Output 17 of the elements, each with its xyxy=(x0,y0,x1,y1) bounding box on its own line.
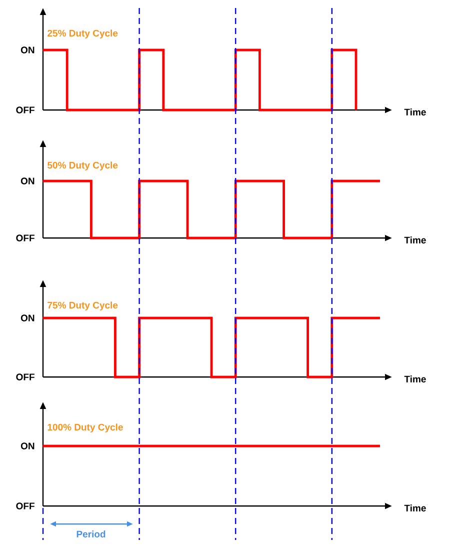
duty-cycle-label: 75% Duty Cycle xyxy=(48,302,118,310)
axis-label: Time xyxy=(404,236,426,244)
level-label: ON xyxy=(20,46,34,54)
axis-label: Time xyxy=(404,376,426,382)
level-label: OFF xyxy=(16,374,34,380)
level-label: OFF xyxy=(16,106,34,114)
dimension-label: Period xyxy=(76,530,106,538)
axis-label: Time xyxy=(404,504,426,512)
duty-cycle-label: 100% Duty Cycle xyxy=(48,424,123,432)
level-label: ON xyxy=(20,442,34,450)
level-label: ON xyxy=(20,314,34,322)
duty-cycle-label: 25% Duty Cycle xyxy=(48,30,118,38)
level-label: ON xyxy=(20,178,34,184)
duty-cycle-label: 50% Duty Cycle xyxy=(48,162,118,170)
level-label: OFF xyxy=(16,502,34,510)
level-label: OFF xyxy=(16,234,34,242)
axis-label: Time xyxy=(404,108,426,116)
